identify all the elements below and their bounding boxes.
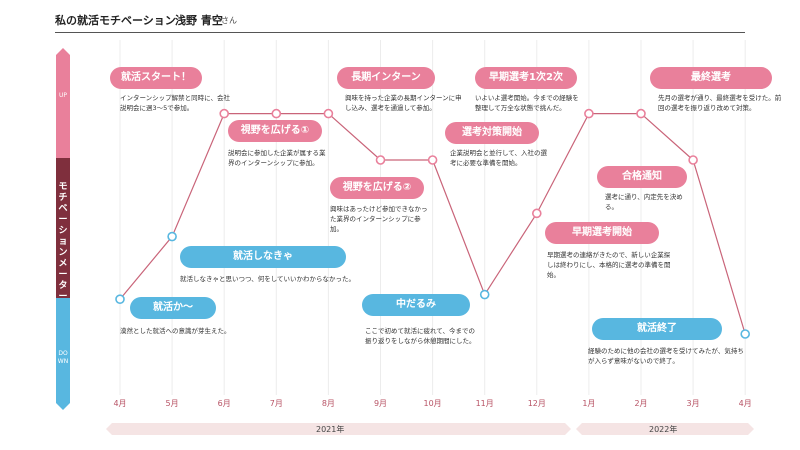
stage-description: 選考に通り、内定先を決める。: [605, 193, 683, 211]
data-point: [271, 108, 282, 119]
x-tick-label: 9月: [373, 399, 388, 408]
stage-badge: 視野を広げる②: [330, 177, 424, 199]
x-tick-label: 1月: [582, 399, 596, 408]
stage-description: いよいよ選考開始。今までの経験を整理して万全な状態で挑んだ。: [475, 94, 579, 112]
stage-description: 企業説明会と並行して、入社の選考に必要な準備を開始。: [450, 149, 547, 167]
x-tick-label: 11月: [475, 399, 494, 408]
stage-badge: 就活スタート！: [110, 67, 202, 89]
stage-badge: 合格通知: [597, 166, 687, 188]
data-point: [115, 294, 125, 305]
stage-badge: 視野を広げる①: [228, 120, 322, 142]
stage-description: 先月の選考が通り、最終選考を受けた。前回の選考を振り返り改めて対策。: [658, 94, 782, 112]
data-point: [479, 289, 490, 300]
stage-badge: 就活か〜: [130, 297, 216, 319]
data-point: [427, 155, 438, 165]
x-tick-label: 10月: [423, 399, 442, 408]
stage-description: インターンシップ解禁と同時に、会社説明会に週3〜5で参加。: [120, 94, 230, 112]
meter-down-label: DOWN: [57, 350, 69, 365]
stage-badge: 中だるみ: [362, 294, 470, 316]
x-tick-label: 4月: [113, 399, 127, 408]
header: 私の就活モチベーション 浅野 青空 さん: [55, 6, 745, 33]
x-tick-label: 5月: [165, 399, 179, 408]
stage-description: 興味はあったけど参加できなかった業界のインターンシップに参加。: [330, 205, 428, 233]
year-label-2021: 2021年: [316, 425, 345, 434]
data-point: [688, 155, 698, 165]
meter-label: モチベーションメーター: [58, 182, 68, 302]
data-point: [531, 208, 542, 219]
x-tick-label: 2月: [634, 399, 648, 408]
x-tick-label: 3月: [686, 399, 700, 408]
stage-description: 就活しなきゃと思いつつ、何をしていいかわからなかった。: [180, 275, 356, 283]
x-tick-label: 6月: [217, 399, 231, 408]
data-point: [167, 231, 177, 242]
honorific: さん: [221, 16, 237, 25]
stage-description: 興味を持った企業の長期インターンに申し込み、選考を通過して参加。: [345, 94, 462, 112]
stage-badge: 早期選考開始: [545, 222, 659, 244]
meter-up-label: UP: [58, 92, 67, 99]
data-point: [740, 329, 751, 339]
stage-description: 経験のために他の会社の選考を受けてみたが、気持ちが入らず意味がないので終了。: [588, 347, 744, 365]
data-point: [584, 108, 594, 119]
x-tick-label: 8月: [321, 399, 335, 408]
stage-badge: 長期インターン: [337, 67, 435, 89]
page-title: 私の就活モチベーション: [55, 14, 176, 27]
stage-badge: 就活終了: [592, 318, 722, 340]
stage-badge: 早期選考1次2次: [475, 67, 577, 89]
data-point: [636, 108, 646, 119]
data-point: [375, 155, 386, 165]
data-point: [219, 108, 229, 119]
stage-badge: 就活しなきゃ: [180, 246, 346, 268]
data-point: [323, 108, 334, 119]
x-tick-label: 7月: [269, 399, 283, 408]
year-label-2022: 2022年: [649, 425, 678, 434]
x-tick-label: 4月: [738, 399, 752, 408]
stage-badge: 最終選考: [650, 67, 772, 89]
stage-description: ここで初めて就活に疲れて、今までの振り返りをしながら休憩期間にした。: [365, 327, 476, 345]
stage-description: 早期選考の連絡がきたので、新しい企業探しは終わりにし、本格的に選考の準備を開始。: [547, 251, 671, 279]
user-name: 浅野 青空: [175, 14, 223, 27]
stage-description: 説明会に参加した企業が属する業界のインターンシップに参加。: [228, 149, 326, 167]
x-tick-label: 12月: [527, 399, 546, 408]
stage-description: 漠然とした就活への意識が芽生えた。: [120, 327, 231, 335]
stage-badge: 選考対策開始: [445, 122, 539, 144]
